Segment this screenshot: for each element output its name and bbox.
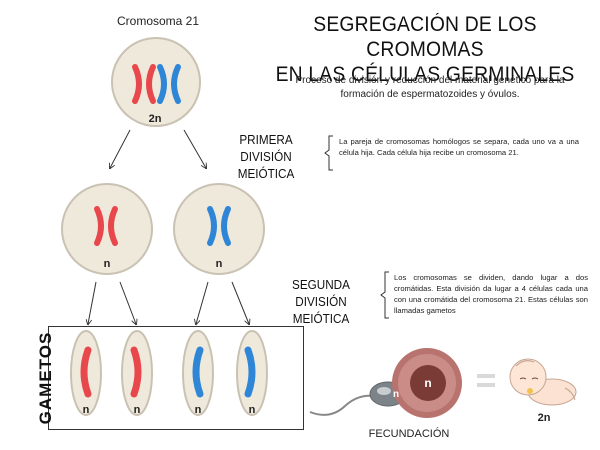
bracket-segunda [380, 271, 389, 319]
ploidy-gamete-3: n [194, 404, 202, 416]
primera-line-1: PRIMERA DIVISIÓN [239, 132, 293, 164]
primera-line-2: MEIÓTICA [237, 166, 295, 181]
segunda-line-2: MEIÓTICA [292, 311, 350, 326]
segunda-division-description: Los cromosomas se dividen, dando lugar a… [394, 273, 588, 315]
arrow-icon [119, 281, 136, 324]
page-subtitle: Proceso de división y reducción del mate… [295, 75, 565, 100]
ploidy-sperm: n [392, 389, 400, 400]
cromosoma-label: Cromosoma 21 [116, 14, 200, 28]
baby-icon [509, 358, 577, 406]
ploidy-daughter-1: n [103, 258, 111, 270]
gametos-label: GAMETOS [36, 331, 55, 425]
ploidy-egg: n [424, 376, 432, 390]
title-line-2: EN LAS CÉLULAS GERMINALES [275, 63, 575, 86]
daughter-cell-blue [173, 183, 265, 275]
gamete-2 [121, 330, 153, 416]
arrow-icon [196, 281, 209, 324]
gametes-box [48, 326, 304, 430]
gamete-4 [236, 330, 268, 416]
gamete-1 [70, 330, 102, 416]
arrow-icon [88, 281, 97, 324]
arrow-icon [231, 281, 249, 324]
equals-icon [477, 374, 495, 387]
segunda-division-label: SEGUNDA DIVISIÓN MEIÓTICA [268, 276, 374, 327]
arrow-icon [110, 129, 131, 168]
primera-division-label: PRIMERA DIVISIÓN MEIÓTICA [214, 131, 318, 182]
title-line-1: SEGREGACIÓN DE LOS CROMOMAS [313, 13, 537, 61]
page-title: SEGREGACIÓN DE LOS CROMOMAS EN LAS CÉLUL… [269, 12, 582, 87]
arrow-icon [183, 129, 206, 168]
parent-cell [111, 37, 201, 127]
ploidy-gamete-4: n [248, 404, 256, 416]
gamete-3 [182, 330, 214, 416]
ploidy-gamete-2: n [133, 404, 141, 416]
fecundacion-label: FECUNDACIÓN [368, 428, 450, 440]
ploidy-daughter-2: n [215, 258, 223, 270]
ploidy-parent: 2n [148, 113, 162, 125]
ploidy-baby: 2n [537, 412, 551, 424]
ploidy-gamete-1: n [82, 404, 90, 416]
segunda-line-1: SEGUNDA DIVISIÓN [292, 277, 350, 309]
egg-icon [392, 348, 462, 418]
primera-division-description: La pareja de cromosomas homólogos se sep… [339, 137, 579, 157]
daughter-cell-red [61, 183, 153, 275]
bracket-primera [324, 135, 333, 171]
